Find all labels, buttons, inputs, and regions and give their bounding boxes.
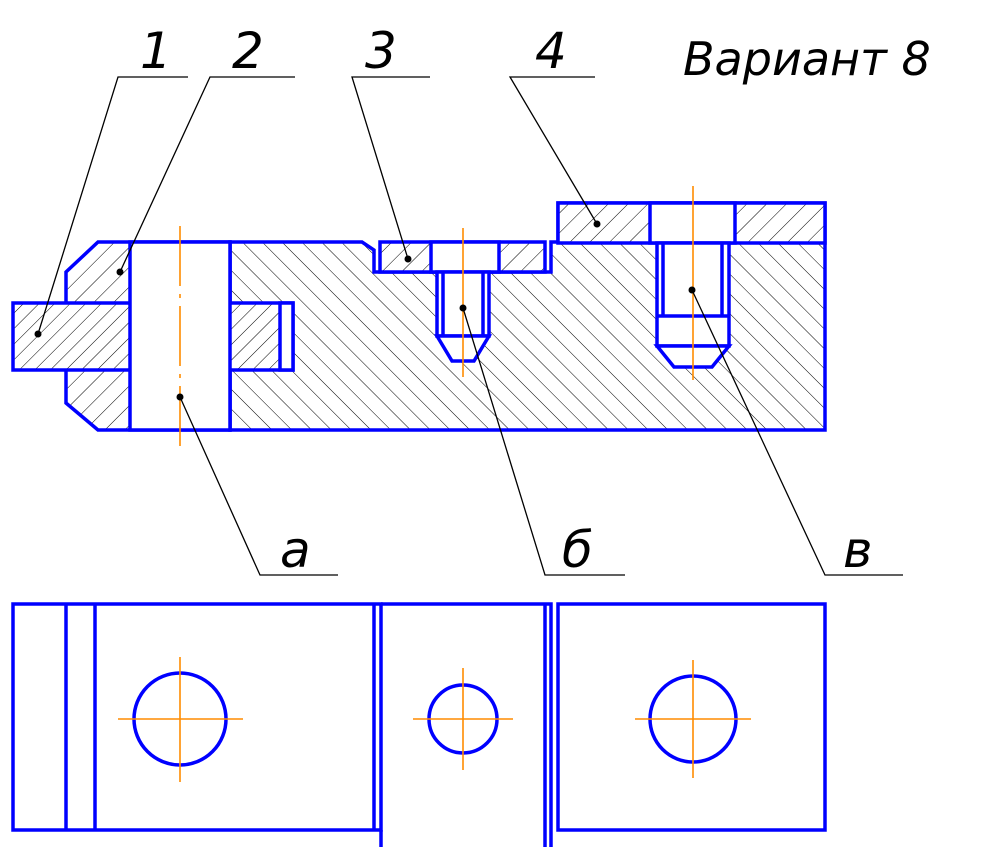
leader-dot-3 [404,255,412,263]
leader-a [179,396,338,576]
leader-dot-b [459,304,467,312]
leader-1 [37,76,188,335]
plan-middle-plate [379,602,553,847]
section-view [11,76,903,576]
leader-dot-1 [34,330,42,338]
leader-3 [351,76,430,260]
label-part-4: 4 [535,22,567,80]
hole-b-head [429,240,501,274]
label-hole-a: а [280,521,311,579]
label-part-1: 1 [140,22,172,80]
label-part-2: 2 [232,22,264,80]
leader-dot-c [688,286,696,294]
plan-right-plate [556,602,827,832]
variant-title: Вариант 8 [683,32,931,86]
bar-end-slot [278,301,295,372]
plan-left-plate [11,602,383,832]
leader-dot-2 [116,268,124,276]
leader-c [691,289,903,576]
hole-b-thread-lines [441,272,485,336]
leader-dot-4 [593,220,601,228]
leader-b [462,307,625,576]
leader-2 [119,76,295,273]
leader-4 [508,76,598,225]
label-part-3: 3 [365,22,397,80]
label-hole-c: в [843,521,872,579]
label-hole-b: б [562,521,593,579]
leader-dot-a [176,393,184,401]
plan-view [11,602,827,847]
